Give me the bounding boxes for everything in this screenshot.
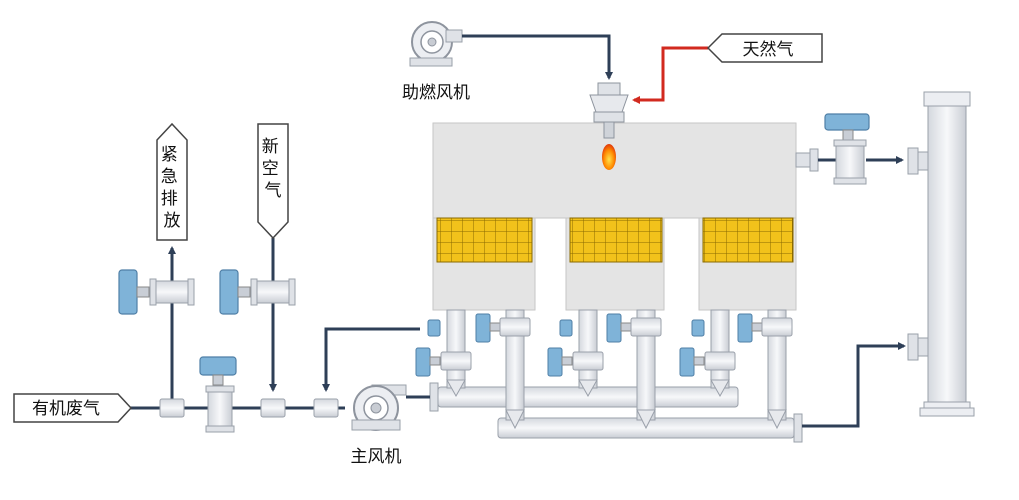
- emergency-vent-valve: [118, 269, 195, 315]
- combustion-fan-label: 助燃风机: [402, 83, 470, 103]
- emergency-vent-label: 紧 急 排 放: [161, 145, 183, 231]
- flame-icon: [602, 144, 616, 170]
- bed-1-pipes: [415, 309, 531, 430]
- valve-icon: [475, 313, 491, 343]
- main-inlet-valve: [199, 356, 237, 433]
- bed-3-pipes: [679, 309, 793, 430]
- emergency-vent-char-4: 放: [164, 211, 181, 231]
- inlet-line: [128, 238, 420, 410]
- fresh-air-char-3: 气: [265, 181, 282, 201]
- emergency-vent-char-2: 急: [161, 167, 178, 187]
- burner: [589, 82, 629, 170]
- emergency-vent-tag: 紧 急 排 放: [156, 122, 188, 241]
- fresh-air-label: 新 空 气: [262, 137, 284, 201]
- valve-icon: [691, 319, 705, 337]
- exhaust-stack: [919, 91, 975, 417]
- valve-icon: [199, 356, 237, 376]
- valve-icon: [427, 319, 441, 337]
- combustion-fan: 助燃风机: [402, 21, 613, 103]
- natural-gas-label: 天然气: [743, 40, 794, 60]
- main-fan: 主风机: [351, 384, 407, 467]
- fresh-air-tag: 新 空 气: [257, 123, 289, 240]
- emergency-vent-char-3: 排: [161, 189, 178, 209]
- valve-icon: [118, 269, 138, 315]
- organic-waste-gas-tag: 有机废气: [13, 393, 133, 423]
- valve-icon: [219, 269, 239, 315]
- valve-icon: [824, 113, 870, 131]
- fresh-air-valve: [219, 269, 296, 315]
- ceramic-media-2: [569, 217, 663, 263]
- fresh-air-char-1: 新: [262, 137, 279, 157]
- bed-2-pipes: [547, 309, 662, 430]
- valve-icon: [679, 347, 695, 377]
- valve-icon: [415, 347, 431, 377]
- emergency-vent-char-1: 紧: [161, 145, 178, 165]
- burner-icon: [589, 94, 629, 113]
- tee-fittings: [159, 398, 339, 418]
- organic-waste-gas-label: 有机废气: [32, 399, 100, 419]
- rto-furnace: [432, 122, 797, 311]
- valve-icon: [737, 313, 753, 343]
- ceramic-media-3: [702, 217, 794, 263]
- valve-icon: [547, 347, 563, 377]
- main-fan-label: 主风机: [351, 447, 402, 467]
- valve-icon: [606, 313, 622, 343]
- valve-icon: [559, 319, 573, 337]
- natural-gas-feed: 天然气: [632, 33, 823, 104]
- outlet-line: [795, 113, 929, 185]
- fresh-air-char-2: 空: [262, 159, 279, 179]
- ceramic-media-1: [436, 217, 533, 263]
